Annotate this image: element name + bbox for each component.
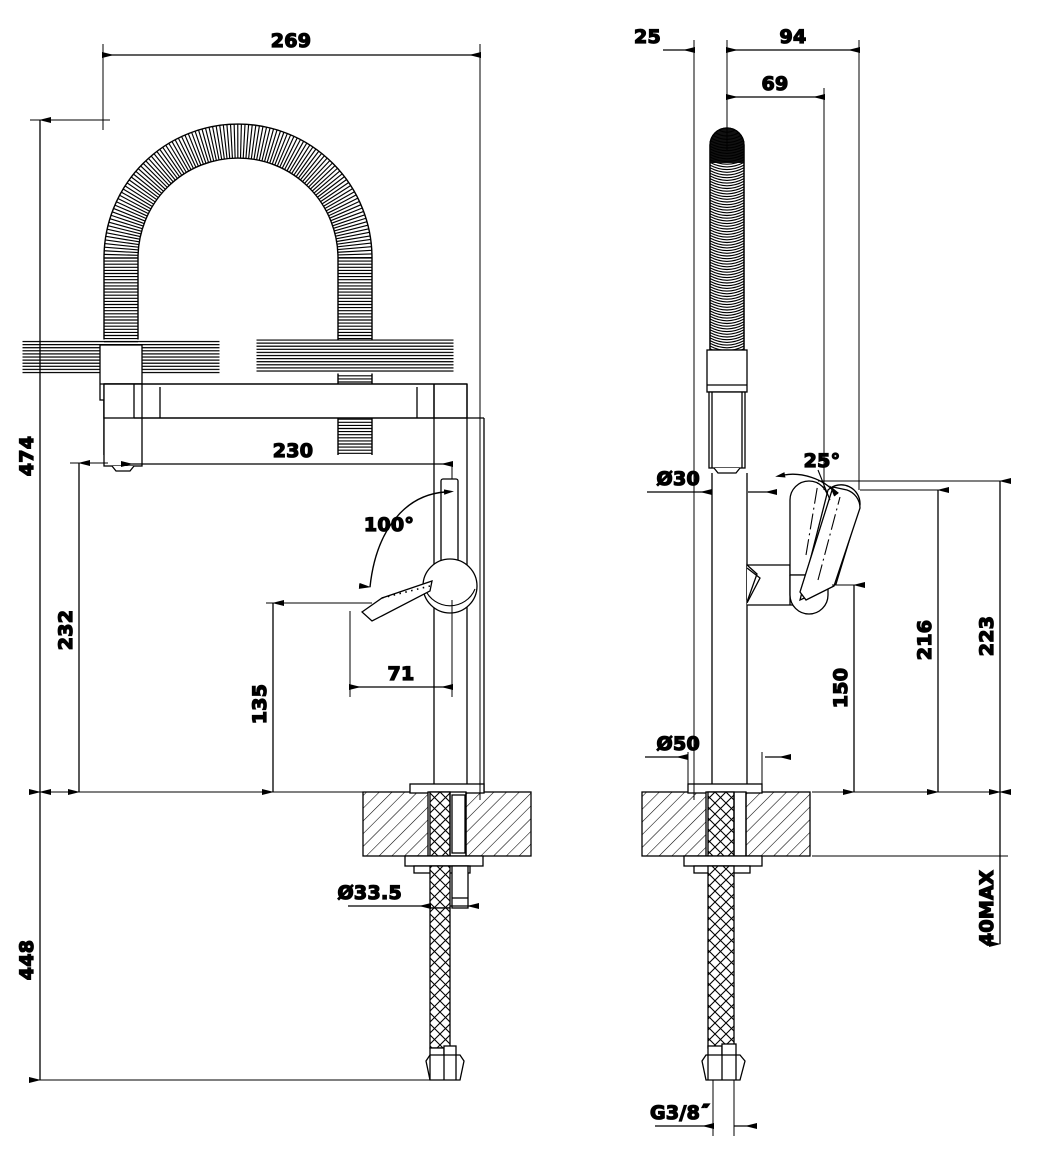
dim-216-label: 216 bbox=[914, 620, 936, 661]
lever-open-ghost bbox=[360, 580, 433, 622]
deck-section-front bbox=[362, 783, 532, 874]
cross-arm bbox=[103, 383, 468, 419]
dim-269-label: 269 bbox=[271, 30, 312, 52]
dim-223-label: 223 bbox=[976, 616, 998, 657]
dim-69: 69 bbox=[726, 72, 825, 490]
dim-25-94: 25 94 bbox=[633, 25, 860, 800]
dim-d335-label: Ø33.5 bbox=[337, 882, 402, 904]
braided-hose-front bbox=[425, 865, 469, 1081]
dim-71: 71 bbox=[349, 600, 453, 697]
dim-150-label: 150 bbox=[830, 668, 852, 709]
dim-d335: Ø33.5 bbox=[337, 881, 479, 909]
dim-d30-label: Ø30 bbox=[657, 468, 701, 490]
dim-100deg-label: 100° bbox=[364, 514, 414, 536]
dim-474-label: 474 bbox=[16, 436, 38, 477]
deck-section-side bbox=[641, 783, 811, 874]
dim-223: 223 bbox=[812, 478, 1011, 795]
angle-100-arc bbox=[358, 489, 454, 589]
dim-135: 135 bbox=[248, 600, 372, 795]
dim-d50: Ø50 bbox=[645, 732, 791, 792]
dim-25deg-label: 25° bbox=[804, 450, 841, 472]
lever-handle bbox=[422, 478, 478, 614]
dim-232-label: 232 bbox=[55, 610, 77, 651]
dim-71-label: 71 bbox=[387, 663, 414, 685]
dim-g38: G3/8˝ bbox=[649, 1080, 757, 1136]
braided-hose-side bbox=[701, 865, 746, 1081]
dim-448: 448 bbox=[15, 789, 440, 1083]
side-body-column bbox=[711, 473, 748, 792]
dim-25-label: 25 bbox=[634, 26, 661, 48]
dim-230: 230 bbox=[121, 439, 453, 479]
dim-69-label: 69 bbox=[761, 73, 788, 95]
dim-150: 150 bbox=[829, 582, 865, 795]
dim-230-label: 230 bbox=[273, 440, 314, 462]
dim-216: 216 bbox=[860, 487, 949, 795]
spray-head bbox=[709, 127, 745, 354]
dim-d30: Ø30 bbox=[647, 467, 777, 495]
front-view: 269 474 232 230 100° bbox=[15, 29, 532, 1083]
dim-232: 232 bbox=[54, 460, 108, 795]
dim-135-label: 135 bbox=[249, 684, 271, 725]
dim-94-label: 94 bbox=[779, 26, 806, 48]
dim-474: 474 bbox=[15, 117, 380, 795]
spray-collar bbox=[706, 349, 748, 474]
dim-d50-label: Ø50 bbox=[657, 733, 701, 755]
dim-40max: 40MAX bbox=[812, 789, 1011, 947]
dim-g38-label: G3/8˝ bbox=[650, 1102, 710, 1124]
dim-40max-label: 40MAX bbox=[976, 870, 998, 946]
dim-269: 269 bbox=[102, 29, 481, 800]
dim-448-label: 448 bbox=[16, 940, 38, 981]
side-view: 25 94 69 Ø30 Ø50 bbox=[633, 25, 1011, 1136]
